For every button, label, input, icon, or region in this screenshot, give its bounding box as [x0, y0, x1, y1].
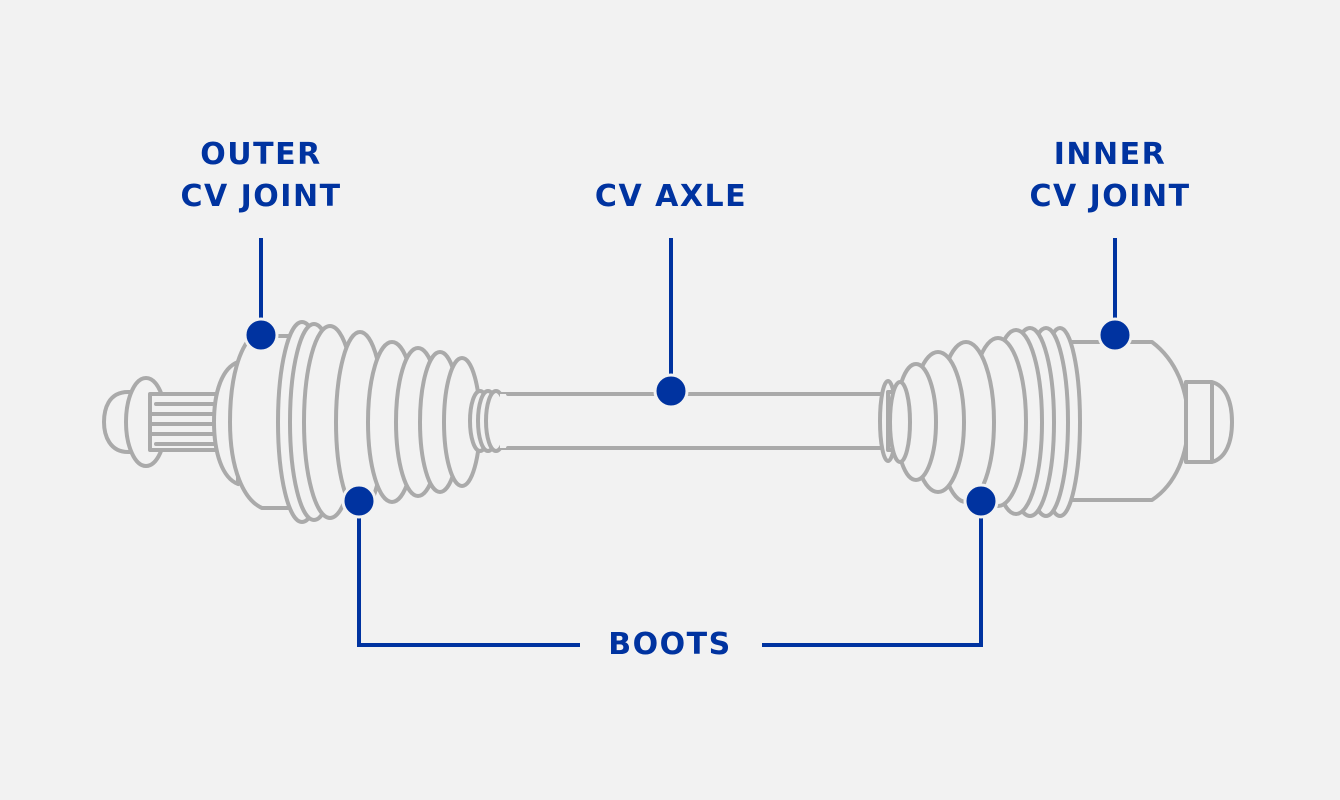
outer-cv-joint-marker: [243, 317, 279, 353]
boots-leader-right: [762, 500, 983, 647]
inner-cv-joint-label: INNER CV JOINT: [1008, 134, 1212, 218]
boot-left-marker: [341, 483, 377, 519]
cv-axle-shaft-illustration: [468, 379, 906, 463]
boots-label: BOOTS: [590, 624, 750, 666]
cv-axle-label: CV AXLE: [569, 176, 773, 218]
inner-cv-joint-illustration: [888, 326, 1234, 518]
boots-leader-left: [357, 500, 580, 647]
inner-cv-joint-marker: [1097, 317, 1133, 353]
outer-cv-joint-label: OUTER CV JOINT: [161, 134, 361, 218]
boot-right-marker: [963, 483, 999, 519]
outer-cv-joint-label-line2: CV JOINT: [180, 179, 342, 214]
cv-axle-label-line1: CV AXLE: [594, 179, 748, 214]
inner-cv-joint-label-line1: INNER: [1053, 137, 1167, 172]
outer-cv-joint-label-line1: OUTER: [200, 137, 322, 172]
cv-axle-marker: [653, 373, 689, 409]
inner-cv-joint-label-line2: CV JOINT: [1029, 179, 1191, 214]
boots-label-line1: BOOTS: [608, 627, 732, 662]
outer-cv-joint-illustration: [102, 320, 482, 524]
